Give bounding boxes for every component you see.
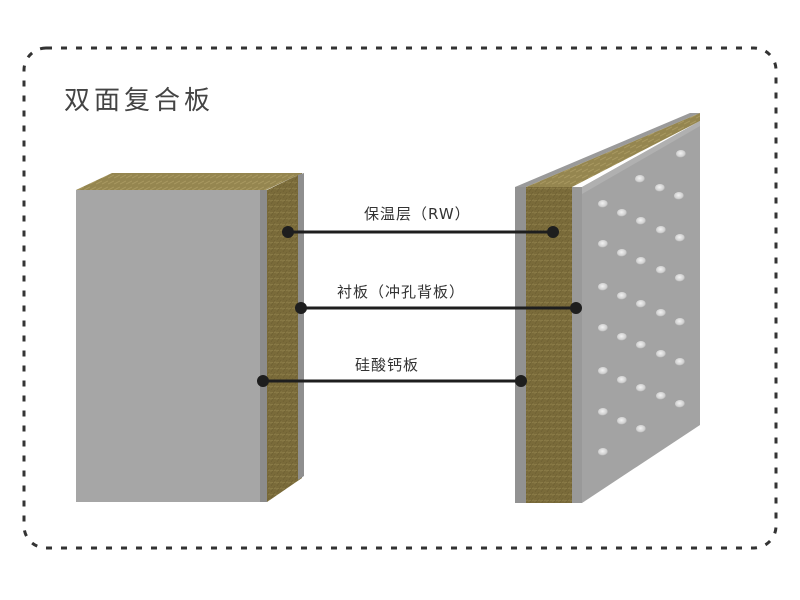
left-panel [76, 173, 304, 502]
right-panel [515, 113, 700, 503]
leader-lines [257, 226, 582, 387]
label-insulation-layer: 保温层（RW） [364, 205, 471, 223]
perforation-holes [598, 150, 686, 456]
diagram-title: 双面复合板 [64, 86, 215, 116]
label-calcium-silicate-board: 硅酸钙板 [355, 356, 420, 374]
label-backing-board: 衬板（冲孔背板） [337, 283, 466, 301]
